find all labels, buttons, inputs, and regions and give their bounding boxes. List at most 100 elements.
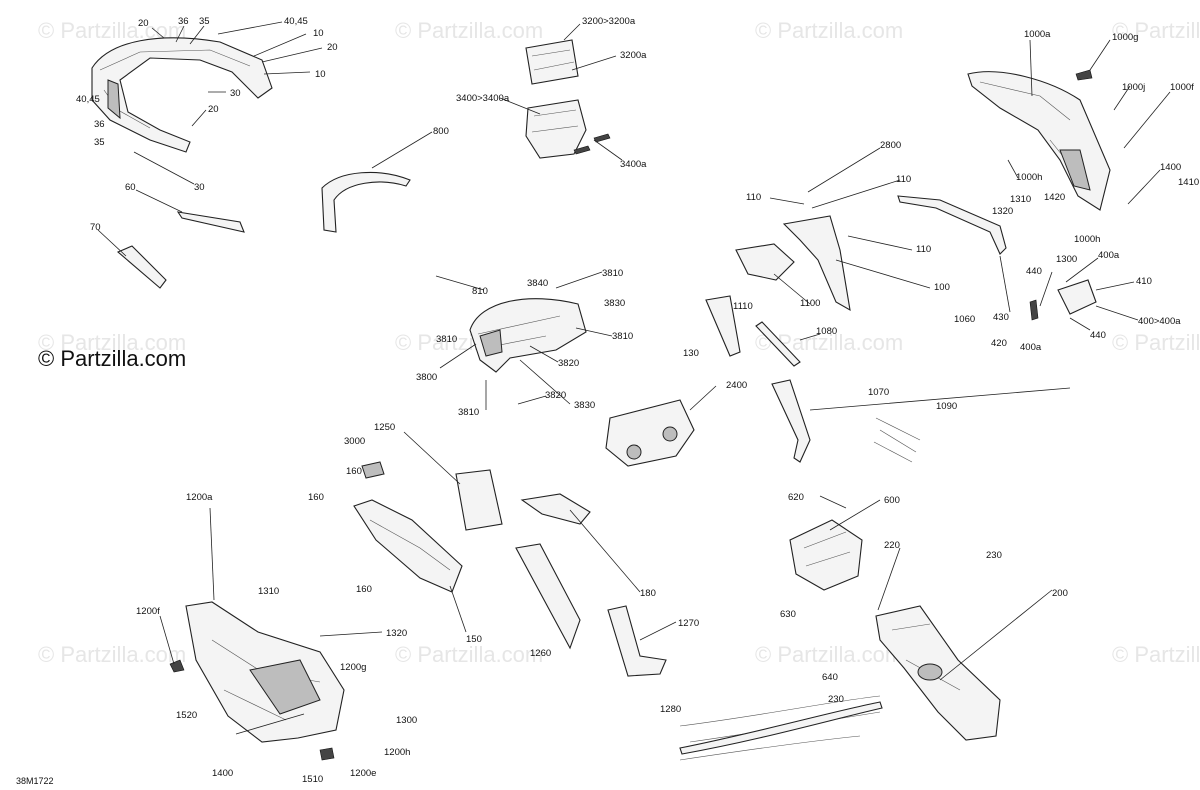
callout-label: 150 [466, 634, 482, 645]
part-clip-3000 [361, 461, 385, 479]
callout-label: 230 [986, 550, 1002, 561]
callout-label: 2800 [880, 140, 901, 151]
watermark: © Partzilla.com [1112, 330, 1200, 355]
part-cover-1250 [455, 469, 503, 531]
part-fairing-800 [321, 171, 411, 233]
callout-label: 30 [194, 182, 205, 193]
callout-label: 3800 [416, 372, 437, 383]
callout-label: 1000a [1024, 29, 1051, 40]
part-panel-1260 [515, 543, 581, 650]
callout-label: 35 [199, 16, 210, 27]
callout-label: 410 [1136, 276, 1152, 287]
callout-label: 60 [125, 182, 136, 193]
watermark: © Partzilla.com [755, 642, 903, 667]
callout-label: 1310 [1010, 194, 1031, 205]
part-headlight-lens [662, 426, 678, 442]
callout-label: 400a [1098, 250, 1120, 261]
callout-label: 1260 [530, 648, 551, 659]
part-clip-3400a [593, 133, 611, 143]
callout-label: 1070 [868, 387, 889, 398]
callout-label: 3200a [620, 50, 647, 61]
callout-label: 110 [896, 174, 911, 185]
part-latch-400 [1057, 279, 1097, 315]
callout-label: 10 [313, 28, 324, 39]
callout-label: 1200e [350, 768, 376, 779]
callout-label: 230 [828, 694, 844, 705]
callout-label: 1320 [386, 628, 407, 639]
callout-label: 36 [94, 119, 105, 130]
callout-label: 220 [884, 540, 900, 551]
callout-label: 1000g [1112, 32, 1138, 43]
callout-label: 630 [780, 609, 796, 620]
part-strip-1280 [679, 701, 883, 755]
callout-label: 160 [346, 466, 362, 477]
watermark: © Partzilla.com [395, 18, 543, 43]
watermark: © Partzilla.com [395, 642, 543, 667]
callout-label: 20 [138, 18, 149, 29]
part-headlight-2400 [605, 399, 695, 467]
watermark: © Partzilla.com [38, 330, 186, 355]
part-detail [803, 531, 851, 567]
callout-label: 1060 [954, 314, 975, 325]
callout-label: 100 [934, 282, 950, 293]
callout-label: 3810 [602, 268, 623, 279]
callout-label: 1310 [258, 586, 279, 597]
callout-label: 36 [178, 16, 189, 27]
part-clip-1000g [1075, 69, 1093, 81]
callout-label: 1250 [374, 422, 395, 433]
callout-label: 3820 [558, 358, 579, 369]
callout-label: 1000h [1074, 234, 1100, 245]
part-decal-1090 [873, 417, 921, 463]
part-panel-vent [249, 659, 321, 715]
part-hood-vent [107, 79, 121, 120]
callout-label: 1200f [136, 606, 160, 617]
callout-label: 180 [640, 588, 656, 599]
leader-lines [97, 21, 1171, 735]
part-clip-1200e [319, 747, 335, 761]
callout-labels: 20 36 35 40,45 10 20 10 40,45 30 20 36 3… [76, 16, 1199, 785]
callout-label: 160 [356, 584, 372, 595]
callout-label: 200 [1052, 588, 1068, 599]
callout-label: 35 [94, 137, 105, 148]
callout-label: 400>400a [1138, 316, 1181, 327]
callout-label: 810 [472, 286, 488, 297]
callout-label: 40,45 [76, 94, 100, 105]
callout-label: 3830 [574, 400, 595, 411]
callout-label: 3810 [612, 331, 633, 342]
callout-label: 430 [993, 312, 1009, 323]
part-detail [99, 49, 251, 71]
callout-label: 640 [822, 672, 838, 683]
callout-label: 20 [327, 42, 338, 53]
callout-label: 1000f [1170, 82, 1194, 93]
part-strip-1080 [755, 321, 801, 367]
part-front-hood [91, 37, 273, 153]
callout-label: 620 [788, 492, 804, 503]
callout-label: 440 [1026, 266, 1042, 277]
callout-label: 110 [916, 244, 931, 255]
part-panel-1070 [771, 379, 811, 463]
callout-label: 1420 [1044, 192, 1065, 203]
callout-label: 3840 [527, 278, 548, 289]
callout-label: 1200h [384, 747, 410, 758]
callout-label: 30 [230, 88, 241, 99]
part-detail [369, 519, 451, 571]
callout-label: 1400 [212, 768, 233, 779]
callout-label: 3000 [344, 436, 365, 447]
part-panel-130 [705, 295, 741, 357]
part-detail [531, 49, 575, 71]
callout-label: 3830 [604, 298, 625, 309]
callout-label: 3400>3400a [456, 93, 510, 104]
brand-label: © Partzilla.com [38, 346, 186, 371]
part-panel-1270 [607, 605, 667, 677]
callout-label: 1080 [816, 326, 837, 337]
callout-label: 130 [683, 348, 699, 359]
callout-label: 420 [991, 338, 1007, 349]
callout-label: 440 [1090, 330, 1106, 341]
watermark: © Partzilla.com [1112, 642, 1200, 667]
callout-label: 1280 [660, 704, 681, 715]
part-screw-430 [1029, 299, 1039, 321]
part-cupholder [917, 663, 943, 681]
part-rear-vent [1059, 149, 1091, 191]
callout-label: 600 [884, 495, 900, 506]
